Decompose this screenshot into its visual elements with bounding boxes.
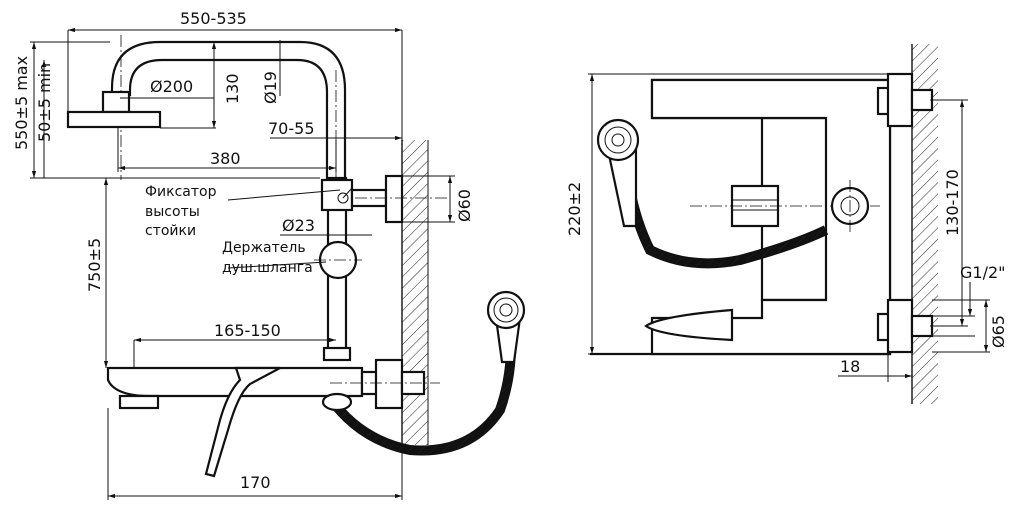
height-lock bbox=[320, 178, 354, 212]
dim-mount-diameter: Ø60 bbox=[455, 189, 474, 222]
dim-body-depth: 170 bbox=[240, 473, 271, 492]
cartridge bbox=[690, 184, 880, 228]
dim-riser-height: 750±5 bbox=[85, 238, 104, 292]
label-holder-2: душ.шланга bbox=[222, 260, 313, 276]
dim-arm-offset: 70-55 bbox=[268, 119, 315, 138]
label-holder-1: Держатель bbox=[222, 240, 306, 256]
label-lock-2: высоты bbox=[145, 204, 200, 220]
dim-head-diameter: Ø200 bbox=[150, 77, 193, 96]
left-wall bbox=[401, 140, 429, 445]
right-hand-shower bbox=[596, 118, 640, 228]
right-view: 220±2 130-170 G1/2" Ø65 18 bbox=[565, 44, 1008, 404]
dim-pipe-diameter: Ø19 bbox=[261, 71, 280, 104]
dim-height: 220±2 bbox=[565, 182, 584, 236]
dim-thread: G1/2" bbox=[960, 263, 1006, 282]
dim-riser-diameter: Ø23 bbox=[282, 216, 315, 235]
label-lock-3: стойки bbox=[145, 223, 196, 239]
right-dimensions bbox=[588, 73, 990, 382]
hand-shower bbox=[486, 290, 526, 364]
diverter-knob bbox=[830, 180, 870, 234]
hose-holder bbox=[314, 240, 362, 280]
mixer-body bbox=[106, 346, 440, 410]
spout bbox=[644, 308, 734, 342]
label-lock-1: Фиксатор bbox=[145, 184, 217, 200]
mixer-body-outline bbox=[650, 78, 892, 356]
dim-head-reach: 380 bbox=[210, 149, 241, 168]
mixer-lever bbox=[204, 366, 281, 478]
left-dimensions bbox=[30, 27, 455, 500]
dim-height-min: 50±5 min bbox=[35, 63, 54, 142]
dim-spout-reach: 165-150 bbox=[214, 321, 281, 340]
eccentric-top bbox=[876, 72, 934, 128]
wall-bracket bbox=[350, 174, 450, 224]
dim-flange-diameter: Ø65 bbox=[989, 315, 1008, 348]
shower-hose bbox=[321, 329, 516, 456]
dim-height-max: 550±5 max bbox=[12, 56, 31, 150]
dim-center-distance: 130-170 bbox=[943, 169, 962, 236]
overhead-shower-head bbox=[66, 90, 162, 129]
eccentric-bottom bbox=[876, 298, 934, 354]
left-view: 550-535 550±5 max 50±5 min Ø200 130 Ø19 … bbox=[12, 9, 526, 500]
dim-wall-offset: 18 bbox=[840, 357, 860, 376]
dim-top-width: 550-535 bbox=[180, 9, 247, 28]
dim-head-drop: 130 bbox=[223, 73, 242, 104]
